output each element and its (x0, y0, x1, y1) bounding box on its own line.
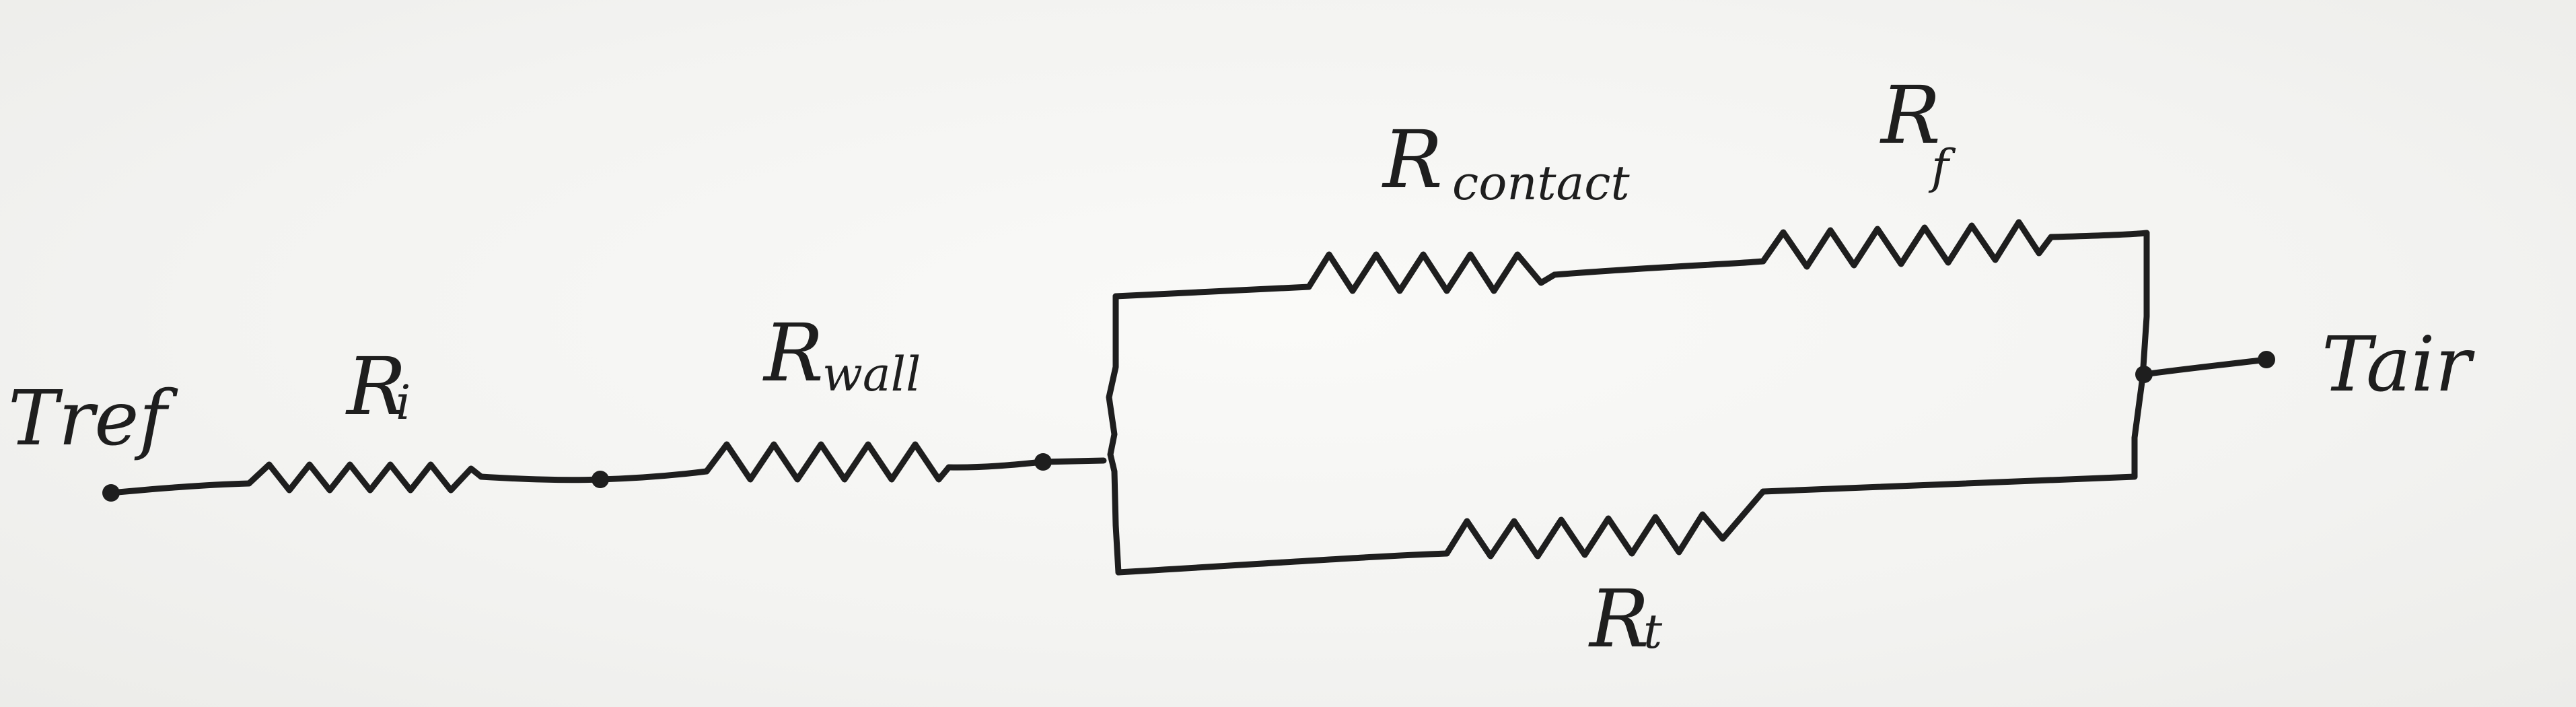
wire-node-to-rwall (597, 468, 710, 483)
resistor-rt (1443, 488, 1766, 560)
svg-text:R: R (1880, 69, 1941, 162)
svg-text:wall: wall (822, 347, 921, 402)
label-tair: Tair (2322, 321, 2476, 409)
svg-text:contact: contact (1452, 156, 1630, 211)
node-before-parallel (1034, 453, 1052, 471)
wire-top-middle (1551, 258, 1766, 278)
node-parallel-right (2135, 366, 2153, 383)
wire-to-tair (2141, 356, 2270, 378)
label-tref: Tref (8, 375, 179, 463)
label-rt: R t (1588, 572, 1663, 665)
svg-text:R: R (1588, 572, 1649, 665)
wire-bottom-left (1115, 550, 1450, 576)
wire-rwall-to-node (945, 459, 1046, 471)
wire-top-left (1112, 283, 1312, 300)
svg-text:R: R (1382, 113, 1443, 206)
node-tref (102, 484, 120, 502)
wire-bottom-right (1760, 473, 2138, 495)
wire-node-to-parallel (1040, 457, 1107, 465)
parallel-left-vertical (1106, 293, 1122, 576)
resistor-ri (246, 461, 485, 494)
svg-text:t: t (1643, 604, 1663, 659)
svg-text:R: R (345, 340, 406, 433)
parallel-right-vertical (2131, 230, 2150, 480)
wire-ri-to-node (478, 473, 604, 483)
label-ri: R i (345, 340, 410, 433)
svg-text:i: i (396, 375, 410, 430)
label-rf: R f (1880, 69, 1956, 195)
resistor-rf (1760, 219, 2054, 270)
wire-top-right (2048, 230, 2150, 240)
label-rwall: R wall (762, 306, 921, 402)
node-tair (2258, 351, 2275, 368)
resistor-rcontact (1305, 251, 1558, 294)
svg-text:R: R (762, 306, 824, 399)
node-between-ri-rwall (592, 471, 609, 488)
label-rcontact: R contact (1382, 113, 1630, 211)
resistor-rwall (703, 441, 952, 483)
svg-text:f: f (1928, 139, 1956, 195)
wire-tref-to-ri (108, 480, 252, 496)
